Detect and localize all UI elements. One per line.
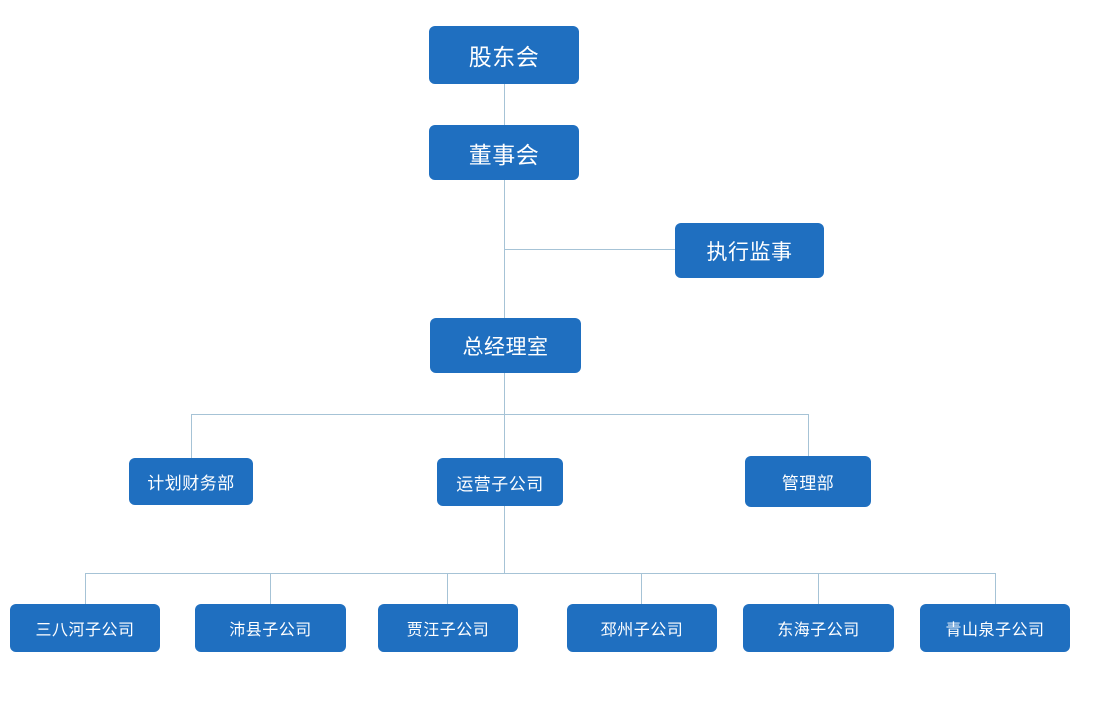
node-shareholders-meeting[interactable]: 股东会 [429,26,579,84]
connector-level5-bus [191,414,808,415]
connector-bus-to-sub-pizhou [641,573,642,604]
connector-level6-bus [85,573,995,574]
connector-bus-to-planning-finance [191,414,192,458]
connector-shareholders-to-board [504,84,505,125]
node-sub-pizhou[interactable]: 邳州子公司 [567,604,717,652]
node-operating-subsidiary[interactable]: 运营子公司 [437,458,563,506]
node-sub-sanbahe[interactable]: 三八河子公司 [10,604,160,652]
node-executive-supervisor[interactable]: 执行监事 [675,223,824,278]
connector-bus-to-sub-sanbahe [85,573,86,604]
node-board-of-directors[interactable]: 董事会 [429,125,579,180]
connector-gm-to-level5-bus [504,373,505,414]
node-management-dept[interactable]: 管理部 [745,456,871,507]
connector-bus-to-operating-subsidiary [504,414,505,458]
connector-bus-to-sub-qingshanquan [995,573,996,604]
connector-bus-to-management-dept [808,414,809,456]
node-sub-donghai[interactable]: 东海子公司 [743,604,894,652]
connector-operating-subsidiary-to-level6-bus [504,458,505,573]
connector-board-to-supervisor [504,249,676,250]
node-planning-finance-dept[interactable]: 计划财务部 [129,458,253,505]
connector-bus-to-sub-donghai [818,573,819,604]
node-sub-peixian[interactable]: 沛县子公司 [195,604,346,652]
node-general-manager-office[interactable]: 总经理室 [430,318,581,373]
connector-bus-to-sub-peixian [270,573,271,604]
node-sub-qingshanquan[interactable]: 青山泉子公司 [920,604,1070,652]
node-sub-jiawang[interactable]: 贾汪子公司 [378,604,518,652]
connector-bus-to-sub-jiawang [447,573,448,604]
